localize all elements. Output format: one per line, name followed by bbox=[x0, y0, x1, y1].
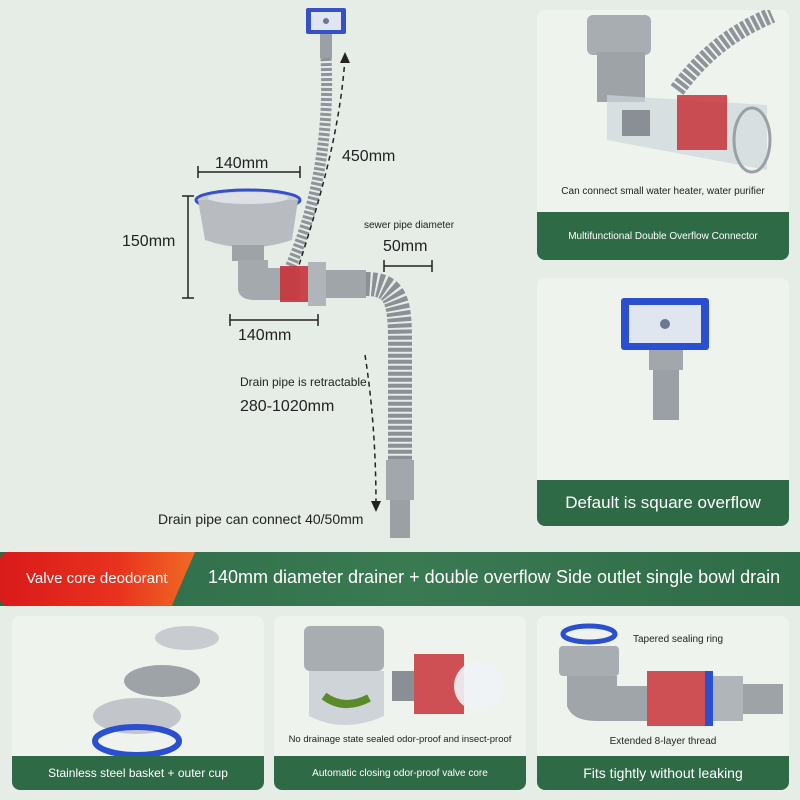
dim-outlet-width: 140mm bbox=[238, 327, 292, 344]
dim-height: 150mm bbox=[122, 233, 176, 250]
retract-label: Drain pipe is retractable bbox=[240, 375, 367, 389]
panel-thread: Tapered sealing ring Extended 8-layer th… bbox=[537, 616, 789, 790]
dim-top-width: 140mm bbox=[215, 155, 269, 172]
panel-valve: No drainage state sealed odor-proof and … bbox=[274, 616, 526, 790]
square-overflow-image bbox=[621, 298, 709, 420]
panel-basket: Stainless steel basket + outer cup bbox=[12, 616, 264, 790]
valve-core bbox=[280, 266, 310, 302]
connect-label: Drain pipe can connect 40/50mm bbox=[158, 511, 364, 527]
banner-middle: 140mm diameter drainer + double overflow bbox=[208, 567, 551, 587]
connector-caption: Can connect small water heater, water pu… bbox=[561, 186, 765, 197]
banner-red-tag bbox=[0, 552, 195, 606]
banner-right: Side outlet single bowl drain bbox=[556, 567, 781, 587]
valve-core-image bbox=[304, 626, 504, 725]
thread-ring-label: Tapered sealing ring bbox=[633, 634, 724, 645]
panel-overflow: Default is square overflow bbox=[537, 278, 789, 526]
main-diagram: 140mm 450mm 150mm sewer pipe diameter 50… bbox=[0, 0, 530, 545]
banner-left: Valve core deodorant bbox=[26, 570, 168, 587]
retract-range: 280-1020mm bbox=[240, 398, 335, 415]
valve-caption: No drainage state sealed odor-proof and … bbox=[288, 734, 512, 745]
connector-band: Multifunctional Double Overflow Connecto… bbox=[537, 212, 789, 260]
sewer-label: sewer pipe diameter bbox=[364, 220, 455, 231]
dim-sewer: 50mm bbox=[383, 238, 428, 255]
thread-thread-label: Extended 8-layer thread bbox=[609, 736, 717, 747]
basket-exploded-image bbox=[92, 626, 219, 756]
dim-hose-length: 450mm bbox=[342, 148, 396, 165]
overflow-hose bbox=[284, 57, 333, 271]
basket-band: Stainless steel basket + outer cup bbox=[12, 756, 264, 790]
thread-band: Fits tightly without leaking bbox=[537, 756, 789, 790]
basket-body bbox=[198, 200, 298, 248]
panel-connector: Can connect small water heater, water pu… bbox=[537, 10, 789, 260]
valve-band: Automatic closing odor-proof valve core bbox=[274, 756, 526, 790]
feature-banner: Valve core deodorant 140mm diameter drai… bbox=[0, 552, 800, 606]
thread-image bbox=[559, 623, 783, 726]
connector-image bbox=[587, 10, 776, 174]
drain-assembly-drawing bbox=[182, 8, 433, 538]
corrugated-drain-pipe bbox=[365, 272, 412, 460]
overflow-band: Default is square overflow bbox=[537, 480, 789, 526]
